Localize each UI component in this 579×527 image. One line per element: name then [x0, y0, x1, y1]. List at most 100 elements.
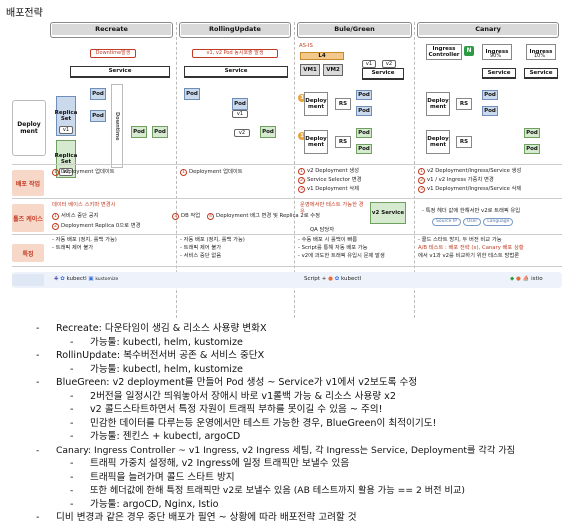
- recreate-pod: Pod: [131, 126, 147, 138]
- version-v1: v1: [362, 60, 376, 68]
- recreate-feature-1: - 자동 배포 (정지, 롤백 가능): [52, 237, 117, 243]
- istio-icon: ⛵: [522, 276, 530, 282]
- qa-owner-label: QA 담당자: [310, 227, 335, 233]
- ingress-v1: Ingress: [482, 44, 512, 60]
- note-item: BlueGreen: v2 deployment를 만들어 Pod 생성 ~ S…: [30, 376, 570, 390]
- column-divider: [414, 22, 415, 318]
- note-subitem: 가능툴: argoCD, Nginx, Istio: [30, 498, 570, 512]
- vm1-box: VM1: [300, 64, 320, 76]
- deployment-strategy-diagram: Recreate RollingUpdate Bule/Green Canary…: [12, 22, 562, 318]
- row-divider: [12, 266, 562, 267]
- column-divider: [294, 22, 295, 318]
- recreate-pod: Pod: [152, 126, 168, 138]
- note-item: Canary: Ingress Controller ~ v1 Ingress,…: [30, 444, 570, 458]
- bluegreen-deploy-tools: Script + ● ✿ kubectl: [304, 276, 362, 282]
- version-v2: v2: [234, 129, 250, 137]
- bluegreen-rs: RS: [335, 98, 351, 110]
- column-header-recreate: Recreate: [50, 22, 173, 38]
- bluegreen-pod: Pod: [356, 144, 372, 154]
- nginx-icon: N: [464, 46, 474, 56]
- kubernetes-icon: ✿: [334, 276, 340, 282]
- canary-pod: Pod: [524, 144, 540, 154]
- bluegreen-pod: Pod: [356, 106, 372, 116]
- canary-deployment: Deploy ment: [426, 92, 450, 116]
- kubernetes-icon: ✿: [60, 276, 65, 282]
- rolling-feature-2: - 트래픽 제어 불가: [180, 245, 222, 251]
- column-divider: [176, 22, 177, 318]
- note-subitem: v2 콜드스타트하면서 특정 자원이 트래픽 부하를 못이길 수 있음 ~ 주의…: [30, 403, 570, 417]
- tools-case-header: 데이터 베이스 스키마 변경시: [52, 202, 116, 208]
- rolling-pod: Pod: [232, 98, 248, 110]
- row-label-features: 특징: [12, 244, 44, 262]
- canary-feature-3: 에서 v1과 v2를 비교하기 위한 테스트 방법론: [418, 253, 520, 259]
- ingress-v2-weight: 10%: [534, 53, 546, 59]
- note-subitem: 민감한 데이터를 다루는등 운영에서만 테스트 가능한 경우, BlueGree…: [30, 417, 570, 431]
- bluegreen-deployment: Deploy ment: [304, 92, 328, 116]
- bluegreen-feature-1: - 수동 배포 시 롤백이 빠름: [298, 237, 358, 243]
- rolling-feature-1: - 자동 배포 (정지, 롤백 가능): [180, 237, 245, 243]
- bluegreen-rs: RS: [335, 136, 351, 148]
- canary-deploy-tools: ◆ ● ⛵ istio: [510, 276, 543, 282]
- row-divider: [12, 198, 562, 199]
- ingress-controller: Ingress Controller: [426, 44, 462, 60]
- deployment-row-label: Deploy ment: [12, 100, 46, 156]
- canary-pod: Pod: [482, 106, 498, 116]
- row-divider: [12, 164, 562, 165]
- canary-pod: Pod: [524, 128, 540, 138]
- bluegreen-case: 운영에서만 테스트 가능한 경우: [300, 202, 364, 215]
- helm-icon: ⎈: [54, 276, 59, 282]
- canary-rs: RS: [456, 98, 472, 110]
- column-header-rolling: RollingUpdate: [179, 22, 291, 38]
- note-item: 디비 변경과 같은 경우 중단 배포가 필연 ~ 상황에 따라 배포전략 고려할…: [30, 511, 570, 525]
- note-item: RollinUpdate: 복수버전서버 공존 & 서비스 중단X: [30, 349, 570, 363]
- recreate-feature-2: - 트래픽 제어 불가: [52, 245, 94, 251]
- note-subitem: 또한 헤더값에 한해 특정 트래픽만 v2로 보낼수 있음 (AB 테스트까지 …: [30, 484, 570, 498]
- note-item: Recreate: 다운타임이 생김 & 리소스 사용량 변화X: [30, 322, 570, 336]
- downtime-tag: Downtime발생: [90, 49, 136, 58]
- page-title: 배포전략: [6, 8, 43, 19]
- canary-feature-1: - 콜드 스타트 방지, 두 버전 비교 가능: [418, 237, 502, 243]
- rolling-service: Service: [184, 66, 288, 77]
- version-v2: v2: [59, 168, 73, 176]
- vm2-box: VM2: [323, 64, 343, 76]
- note-subitem: 가능툴: 젠킨스 + kubectl, argoCD: [30, 430, 570, 444]
- canary-rs: RS: [456, 136, 472, 148]
- downtime-marker: Downtime: [111, 84, 123, 168]
- note-subitem: 가능툴: kubectl, helm, kustomize: [30, 336, 570, 350]
- argo-icon: ●: [328, 276, 333, 282]
- canary-service-v1: Service: [482, 68, 516, 78]
- column-header-bluegreen: Bule/Green: [297, 22, 412, 38]
- canary-pod: Pod: [482, 90, 498, 100]
- column-header-canary: Canary: [417, 22, 559, 38]
- deploy-tools-bar: [12, 272, 562, 288]
- note-subitem: 트래픽 가중치 설정해, v2 Ingress에 일정 트래픽만 보낼수 있음: [30, 457, 570, 471]
- row-label-tools-case: 툴즈 케이스: [12, 204, 44, 232]
- notes-list: Recreate: 다운타임이 생김 & 리소스 사용량 변화X 가능툴: ku…: [30, 322, 570, 525]
- version-v1: v1: [59, 126, 73, 134]
- bluegreen-feature-3: - v2에 과도한 트래픽 유입시 문제 발생: [298, 253, 385, 259]
- note-subitem: 트래픽을 늘려가며 콜드 스타트 방지: [30, 471, 570, 485]
- recreate-service: Service: [70, 66, 170, 77]
- rolling-warning-tag: v1, v2 Pod 동시호출 발생: [192, 49, 278, 58]
- ingress-v1-weight: 90%: [490, 53, 502, 59]
- canary-case: - 특정 헤더 값에 한해서만 v2로 트래픽 유입: [422, 208, 521, 214]
- bluegreen-pod: Pod: [356, 128, 372, 138]
- bluegreen-deployment: Deploy ment: [304, 130, 328, 154]
- step-1-marker: 1: [298, 122, 306, 141]
- bluegreen-v2-service: v2 Service: [370, 202, 406, 224]
- bluegreen-feature-2: - Script를 통해 자동 배포 가능: [298, 245, 368, 251]
- l4-box: L4: [300, 52, 344, 60]
- nginx-icon: ◆: [510, 276, 515, 282]
- rolling-pod: Pod: [184, 88, 200, 100]
- step-1-marker: 3: [298, 84, 306, 103]
- canary-service-v2: Service: [524, 68, 558, 78]
